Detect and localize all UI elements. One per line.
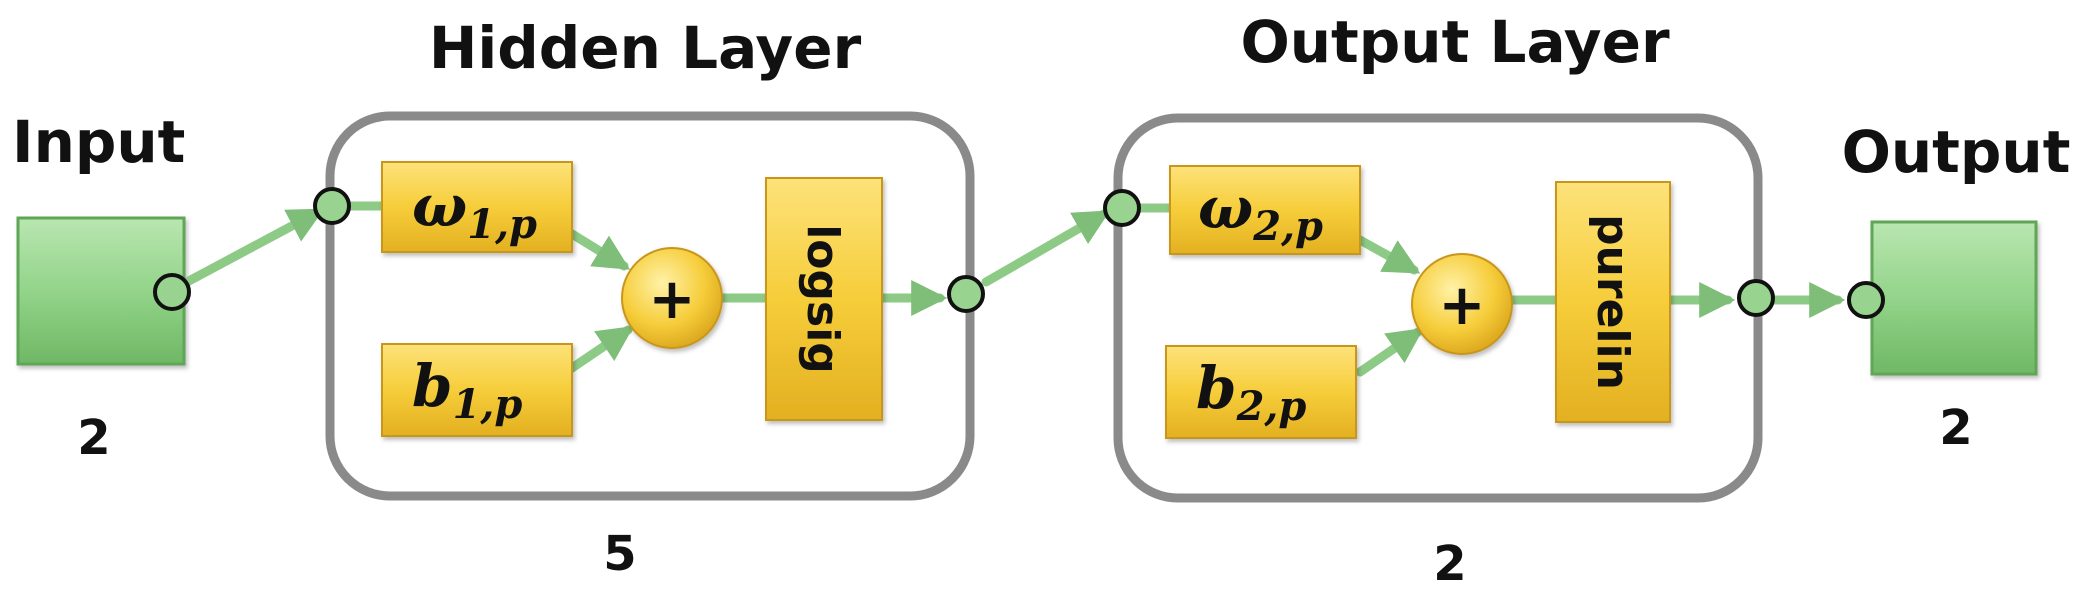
hidden-out-dot <box>947 275 985 313</box>
output-layer-in-dot <box>1103 189 1141 227</box>
hidden-bias-subscript: 1,p <box>453 381 523 428</box>
output-bias-symbol: b <box>1196 354 1237 422</box>
svg-text:ω1,p: ω1,p <box>412 172 537 248</box>
arrow-bias1-to-sum <box>567 325 634 373</box>
input-title: Input <box>12 108 185 176</box>
output-size: 2 <box>1939 400 1972 456</box>
hidden-transfer-box: logsig <box>765 177 883 421</box>
output-bias-subscript: 2,p <box>1236 383 1307 430</box>
output-title: Output <box>1842 118 2071 186</box>
svg-text:b2,p: b2,p <box>1196 354 1306 430</box>
output-sum-node: + <box>1411 253 1513 355</box>
output-layer-out-dot <box>1737 279 1775 317</box>
output-sum-symbol: + <box>1439 273 1486 338</box>
hidden-in-dot <box>313 187 351 225</box>
hidden-sum-node: + <box>621 247 723 349</box>
input-out-dot <box>153 273 191 311</box>
output-weight-symbol: ω <box>1198 174 1253 242</box>
svg-text:ω2,p: ω2,p <box>1198 174 1323 250</box>
hidden-layer-title: Hidden Layer <box>429 14 862 82</box>
hidden-transfer-label: logsig <box>797 224 848 374</box>
arrow-input-to-hidden <box>167 207 325 295</box>
hidden-bias-symbol: b <box>412 352 453 420</box>
input-size: 2 <box>77 410 110 466</box>
output-bias-box: b2,p <box>1165 345 1357 439</box>
arrow-weight1-to-sum <box>567 229 631 271</box>
output-transfer-label: purelin <box>1587 214 1638 390</box>
hidden-weight-subscript: 1,p <box>467 201 537 248</box>
connections <box>167 201 1846 377</box>
hidden-weight-symbol: ω <box>412 172 467 240</box>
output-transfer-box: purelin <box>1555 181 1671 423</box>
output-layer-title: Output Layer <box>1240 8 1670 76</box>
hidden-weight-box: ω1,p <box>381 161 573 253</box>
output-weight-box: ω2,p <box>1169 165 1361 255</box>
hidden-bias-box: b1,p <box>381 343 573 437</box>
svg-text:b1,p: b1,p <box>412 352 522 428</box>
arrow-bias2-to-sum <box>1355 327 1424 377</box>
output-layer-size: 2 <box>1433 536 1466 592</box>
hidden-sum-symbol: + <box>649 267 696 332</box>
output-node <box>1870 220 2038 376</box>
arrow-weight2-to-sum <box>1355 235 1421 275</box>
connection-dots <box>153 187 1885 319</box>
output-in-dot <box>1847 281 1885 319</box>
arrow-hidden-to-output-layer <box>981 209 1111 287</box>
hidden-layer-size: 5 <box>603 526 636 582</box>
output-weight-subscript: 2,p <box>1252 203 1323 250</box>
